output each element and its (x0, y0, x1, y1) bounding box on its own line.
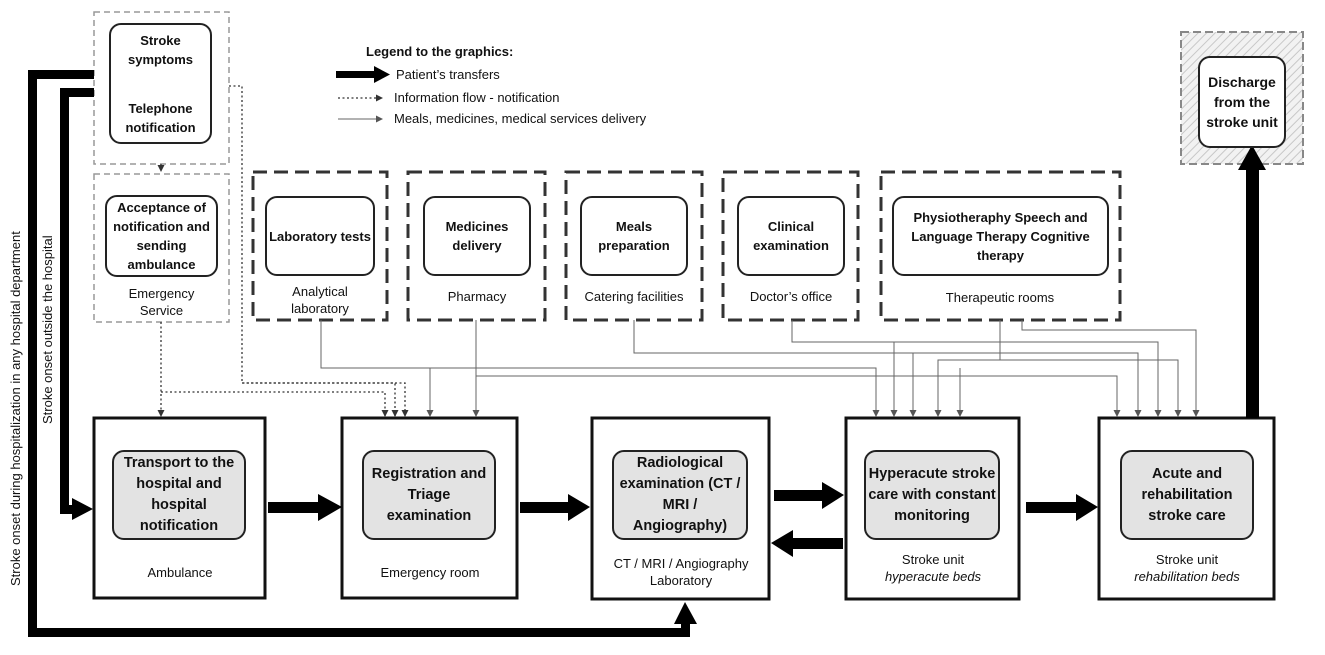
service-caption-laboratory: Analytical laboratory (291, 284, 349, 316)
service-caption-doctor: Doctor’s office (749, 289, 833, 304)
side-label-during: Stroke onset during hospitalization in a… (8, 231, 23, 586)
stage-caption-transport: Ambulance (147, 565, 213, 580)
symptoms-top-label: Stroke symptoms (127, 33, 194, 67)
legend-title: Legend to the graphics: (366, 44, 514, 59)
legend-transfer-label: Patient’s transfers (396, 67, 500, 82)
stage-caption-rehabilitation-line1: Stroke unit (1155, 552, 1219, 567)
legend-symbols (336, 66, 390, 123)
service-card-therapy: Physiotheraphy Speech and Language Thera… (892, 196, 1109, 276)
emergency-caption: Emergency Service (128, 286, 195, 318)
stage-caption-rehabilitation-line2: rehabilitation beds (1134, 569, 1240, 584)
stage-caption-hyperacute-line1: Stroke unit (901, 552, 965, 567)
legend-delivery-label: Meals, medicines, medical services deliv… (394, 111, 647, 126)
service-caption-pharmacy: Pharmacy (447, 289, 507, 304)
service-caption-therapy: Therapeutic rooms (945, 290, 1055, 305)
information-flow-arrows (157, 85, 409, 417)
stage-card-radiology: Radiological examination (CT / MRI / Ang… (612, 450, 748, 540)
stage-caption-radiology: CT / MRI / Angiography Laboratory (613, 556, 749, 588)
symptoms-card: Stroke symptoms Telephone notification (109, 23, 212, 144)
stage-card-registration: Registration and Triage examination (362, 450, 496, 540)
side-label-outside: Stroke onset outside the hospital (40, 235, 55, 424)
symptoms-bottom-label: Telephone notification (125, 101, 196, 135)
stage-card-rehabilitation: Acute and rehabilitation stroke care (1120, 450, 1254, 540)
stage-card-transport: Transport to the hospital and hospital n… (112, 450, 246, 540)
patient-transfer-arrows (28, 70, 1266, 637)
stage-caption-rehabilitation: Stroke unit rehabilitation beds (1104, 551, 1270, 585)
service-card-laboratory: Laboratory tests (265, 196, 375, 276)
legend-info-label: Information flow - notification (394, 90, 560, 105)
stage-caption-registration: Emergency room (380, 565, 480, 580)
stage-caption-hyperacute-line2: hyperacute beds (884, 569, 982, 584)
emergency-card: Acceptance of notification and sending a… (105, 195, 218, 277)
stage-caption-hyperacute: Stroke unit hyperacute beds (850, 551, 1016, 585)
service-card-doctor: Clinical examination (737, 196, 845, 276)
service-caption-catering: Catering facilities (584, 289, 684, 304)
discharge-card: Discharge from the stroke unit (1198, 56, 1286, 148)
delivery-arrows (320, 320, 1200, 417)
service-card-pharmacy: Medicines delivery (423, 196, 531, 276)
service-card-catering: Meals preparation (580, 196, 688, 276)
stage-card-hyperacute: Hyperacute stroke care with constant mon… (864, 450, 1000, 540)
